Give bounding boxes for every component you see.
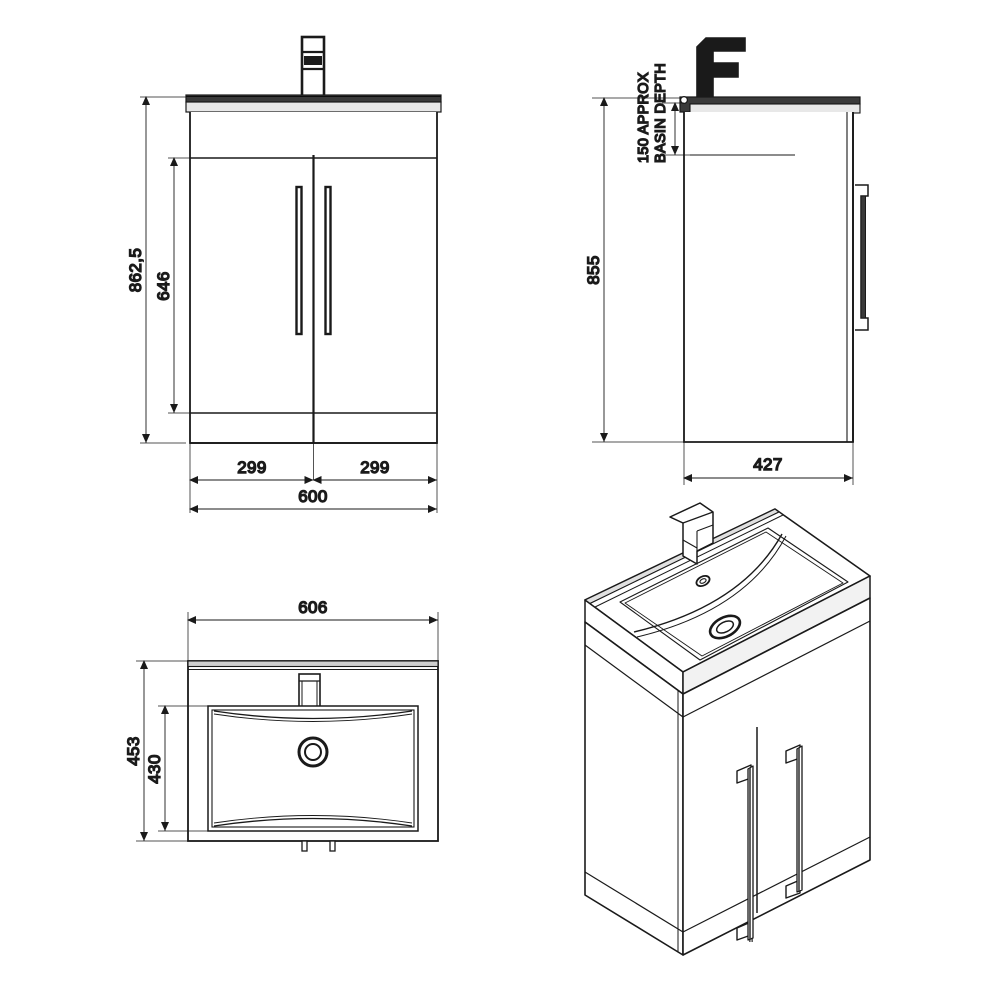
front-right-door-handle [324, 185, 332, 336]
plan-support-legs [301, 840, 336, 852]
front-dim-left-door-width: 299 [189, 457, 314, 484]
plan-dim-overall-depth: 453 [123, 660, 148, 841]
front-dim-overall-height: 862,5 [125, 96, 150, 443]
iso-right-door-handle [785, 744, 803, 899]
side-basin-depth-label-line1: 150 APPROX [636, 72, 652, 163]
plan-basin-depth-label: 430 [145, 754, 164, 784]
plan-overall-width-label: 606 [298, 598, 328, 617]
plan-overall-depth-label: 453 [124, 736, 143, 766]
isometric-view [584, 502, 871, 956]
plan-basin-bowl [207, 705, 419, 832]
front-overall-width-label: 600 [298, 487, 328, 506]
plan-view: 606 453 430 [123, 597, 439, 852]
front-left-door-width-label: 299 [237, 458, 267, 477]
side-basin-depth-label-line2: BASIN DEPTH [653, 63, 669, 163]
iso-left-door-handle [736, 764, 754, 942]
iso-tap [669, 502, 714, 565]
front-dim-right-door-width: 299 [312, 457, 437, 484]
side-dim-basin-depth: 150 APPROX BASIN DEPTH [635, 62, 679, 164]
front-door-height-label: 646 [154, 271, 173, 301]
plan-rear-edge [187, 660, 439, 668]
plan-dim-overall-width: 606 [187, 597, 438, 624]
front-right-door-width-label: 299 [360, 458, 390, 477]
iso-basin-slab [584, 508, 871, 695]
side-overall-height-label: 855 [584, 255, 603, 285]
plan-drain-waste-hole [297, 736, 329, 768]
front-overall-height-label: 862,5 [126, 248, 145, 293]
front-tap [300, 35, 326, 98]
plan-dim-basin-depth: 430 [144, 705, 169, 831]
side-dim-overall-depth: 427 [683, 454, 853, 482]
side-tap [696, 37, 746, 100]
side-dim-overall-height: 855 [583, 97, 608, 442]
iso-overflow-hole [695, 574, 711, 588]
iso-cabinet-body [584, 597, 871, 956]
side-overall-depth-label: 427 [753, 455, 783, 474]
front-basin-top [185, 94, 442, 113]
front-dim-overall-width: 600 [189, 486, 437, 513]
front-dim-door-height: 646 [153, 157, 178, 413]
side-elevation-view: 150 APPROX BASIN DEPTH 855 427 [583, 37, 869, 485]
front-elevation-view: 862,5 646 299 299 600 [125, 35, 442, 513]
front-left-door-handle [295, 185, 303, 336]
side-cabinet-body [683, 112, 854, 443]
iso-drain-waste-hole [708, 614, 742, 640]
side-worktop [679, 95, 861, 114]
side-door-handle [855, 184, 869, 331]
